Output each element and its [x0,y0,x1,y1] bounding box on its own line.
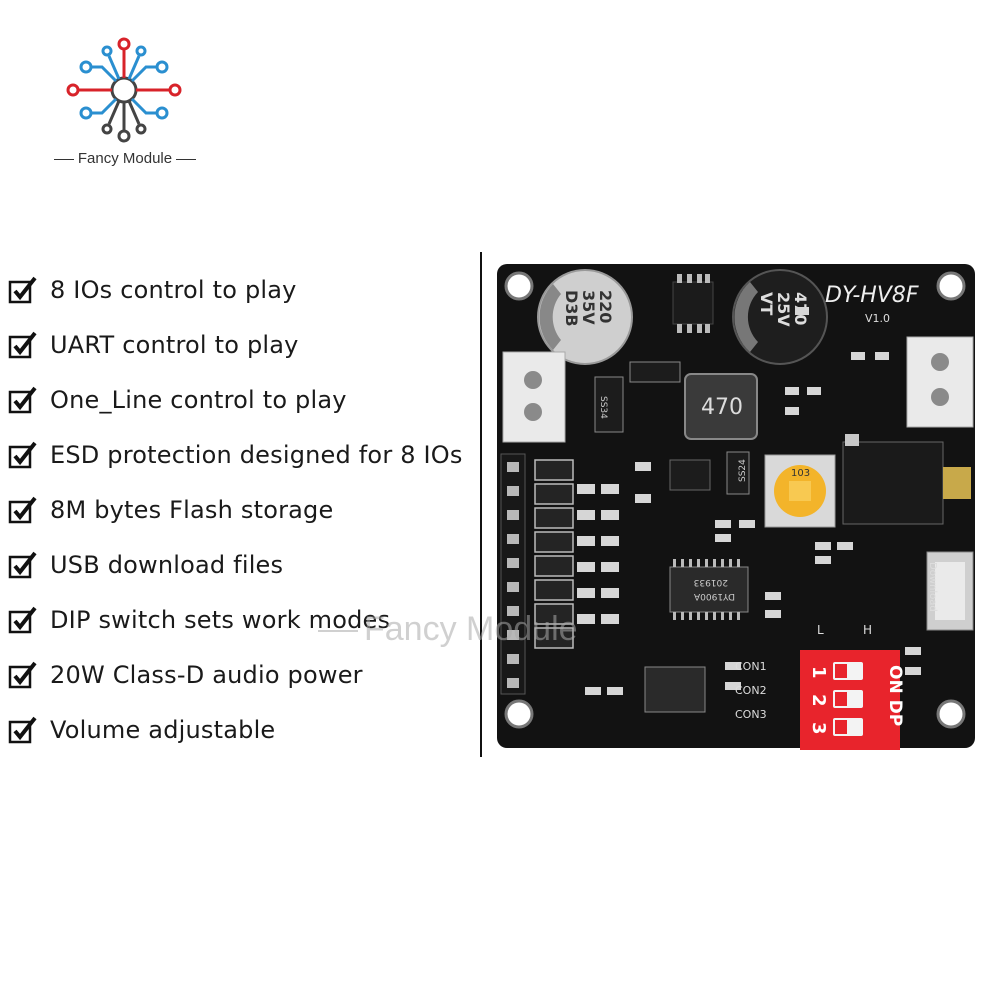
feature-item: 8M bytes Flash storage [8,482,478,537]
feature-text: USB download files [50,550,284,579]
cap2-label: 25V [774,292,793,327]
brand-name-text: Fancy Module [77,150,173,167]
feature-text: 20W Class-D audio power [50,660,363,689]
chip-label: DY1900A [693,591,735,601]
con-label: CON2 [735,684,767,697]
dip-on-label: ON DP [885,665,905,726]
cap1-label: 35V [579,290,598,325]
feature-item: 20W Class-D audio power [8,647,478,702]
feature-item: ESD protection designed for 8 IOs [8,427,478,482]
dip-number: 2 [808,694,829,707]
pot-label: 103 [791,468,810,479]
checkmark-icon [8,716,37,743]
download-label: Download [927,562,938,612]
feature-item: 8 IOs control to play [8,262,478,317]
divider-line [480,252,482,757]
checkmark-icon [8,386,37,413]
diode2-label: SS24 [738,459,748,482]
cap2-label: VT [757,292,776,315]
con-label: CON3 [735,708,767,721]
checkmark-icon [8,441,37,468]
dip-high-label: H [863,623,872,637]
board-version: V1.0 [865,312,890,325]
chip-label: 201933 [694,577,728,587]
feature-item: One_Line control to play [8,372,478,427]
feature-list: 8 IOs control to play UART control to pl… [8,262,478,757]
feature-item: Volume adjustable [8,702,478,757]
feature-text: ESD protection designed for 8 IOs [50,440,463,469]
feature-text: UART control to play [50,330,299,359]
checkmark-icon [8,496,37,523]
watermark-text: Fancy Module [364,610,578,648]
inductor-label: 470 [701,395,743,420]
brand-name: Fancy Module [40,150,210,167]
feature-text: 8 IOs control to play [50,275,297,304]
dip-low-label: L [817,623,824,637]
checkmark-icon [8,551,37,578]
checkmark-icon [8,331,37,358]
checkmark-icon [8,276,37,303]
feature-text: Volume adjustable [50,715,276,744]
diode1-label: SS34 [598,396,608,419]
dip-number: 1 [808,666,829,679]
watermark: Fancy Module [318,610,578,649]
checkmark-icon [8,606,37,633]
dip-number: 3 [808,722,829,735]
checkmark-icon [8,661,37,688]
feature-text: 8M bytes Flash storage [50,495,334,524]
feature-item: USB download files [8,537,478,592]
feature-item: UART control to play [8,317,478,372]
feature-text: DIP switch sets work modes [50,605,391,634]
feature-text: One_Line control to play [50,385,347,414]
cap1-label: 220 [596,290,615,323]
pcb-board-image: 220 35V D3B 470 25V VT DY-HV8F V1.0 SS34… [495,262,977,750]
cap1-label: D3B [562,290,581,327]
brand-logo [64,30,184,150]
feature-item: DIP switch sets work modes [8,592,478,647]
board-model: DY-HV8F [825,283,919,308]
con-label: CON1 [735,660,767,673]
